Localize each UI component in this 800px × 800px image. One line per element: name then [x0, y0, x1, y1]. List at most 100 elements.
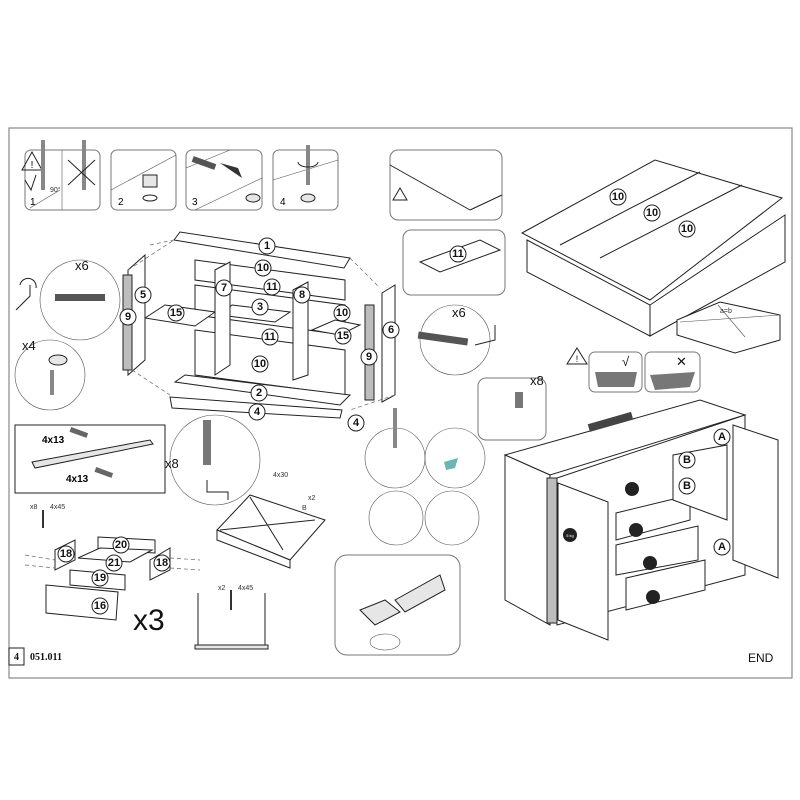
multipliers-dowel-label: x8 [165, 456, 179, 471]
diagram-shape [649, 214, 786, 337]
weights-w-label: 5 kg [566, 533, 574, 538]
step-1-box: ! 90° 1 [21, 140, 101, 211]
parts-p18a-label: 18 [60, 548, 72, 560]
step-number: 1 [30, 197, 36, 208]
parts-back10a-label: 10 [612, 191, 624, 203]
marks-angle-label: 90° [50, 186, 61, 194]
diagram-shape [559, 171, 743, 259]
left-door [557, 482, 609, 641]
diagram-shape [48, 354, 68, 366]
diagram-shape [360, 348, 378, 366]
dowel-icon [203, 420, 211, 465]
hinges-b1-label: B [683, 454, 691, 466]
diagram-shape [91, 597, 109, 615]
diagram-shape [504, 454, 551, 626]
diagram-shape [250, 384, 268, 402]
diagram-shape [643, 556, 657, 570]
weight-icons: 5 kg [563, 482, 660, 604]
screwdriver-icon [82, 140, 86, 190]
diagram-shape [134, 286, 152, 304]
parts-p20-label: 20 [115, 539, 127, 551]
hinges-a2-label: A [718, 541, 726, 553]
part-labels: 1 10 11 3 11 10 7 8 15 10 15 5 9 9 6 2 4… [119, 237, 400, 432]
diagram-shape [424, 427, 486, 489]
diagram-shape [254, 259, 272, 277]
diagram-shape [347, 414, 365, 432]
diagram-shape [245, 193, 261, 203]
cam-screw-icon [417, 331, 469, 346]
screwdriver-icon [306, 145, 310, 185]
level-check: √ ✕ ! [566, 347, 701, 393]
warning-icon [566, 347, 588, 365]
shelf-right [310, 319, 362, 336]
diagram-shape [24, 554, 201, 571]
hinge-plate-icon [359, 599, 401, 626]
drawer-slide-box: 4x13 4x13 [14, 424, 166, 494]
diagram-shape [261, 328, 279, 346]
cam-screw-callout-right: x6 [417, 304, 496, 376]
allen-key-icon [474, 325, 496, 346]
diagram-shape [713, 428, 731, 446]
parts-p10c-label: 10 [336, 307, 348, 319]
diagram-shape [194, 177, 263, 211]
back-joiner-box: 11 [402, 229, 506, 296]
diagram-shape [650, 372, 695, 390]
drawer-slide-icon [31, 439, 154, 469]
diagram-shape [389, 149, 503, 221]
diagram-shape [215, 279, 233, 297]
parts-p5-label: 5 [140, 289, 146, 301]
diagram-shape [216, 529, 291, 569]
spirit-level-icon [587, 411, 634, 432]
diagram-shape [91, 569, 109, 587]
diagram-shape [646, 590, 660, 604]
nailing-detail-box [389, 149, 503, 221]
diagram-shape [449, 245, 467, 263]
screw_sizes-drawer_side-label: 4x45 [50, 504, 65, 511]
parts-back10c-label: 10 [681, 223, 693, 235]
parts-p11b-label: 11 [264, 331, 276, 343]
parts-p15b-label: 15 [337, 330, 349, 342]
back-panel-diagram: 10 10 10 a=b [520, 159, 786, 354]
diagram-shape [293, 286, 311, 304]
diagram-shape [263, 278, 281, 296]
screw-icon [94, 467, 114, 478]
parts-p16-label: 16 [94, 600, 106, 612]
multipliers-left_cam_screw-label: x6 [75, 258, 89, 273]
parts-p10a-label: 10 [257, 262, 269, 274]
warning-icon [392, 187, 408, 201]
diagram-shape [42, 510, 44, 528]
diagram-shape [142, 194, 158, 202]
diagram-shape [127, 239, 396, 411]
end-label: END [748, 651, 774, 665]
multipliers-drawer_screws-label: x8 [30, 504, 38, 511]
parts-p8-label: 8 [299, 289, 305, 301]
step-number: 2 [118, 197, 124, 208]
check-icon: √ [622, 354, 630, 369]
diagram-shape [185, 149, 231, 169]
drawer_diag-ab-label: a=b [720, 308, 732, 315]
drawer_diag-b-label: B [302, 505, 307, 512]
diagram-shape [369, 633, 401, 651]
multipliers-hammer_nails-label: x8 [530, 373, 544, 388]
step-number: 4 [280, 197, 286, 208]
dowel-callout: x8 [165, 414, 261, 506]
diagram-shape [595, 372, 637, 387]
parts-p4b-label: 4 [353, 417, 360, 429]
diagram-shape [251, 355, 269, 373]
drawer-square-check: 4x30 x2 B [216, 472, 326, 569]
diagram-shape [251, 298, 269, 316]
diagram-shape [333, 304, 351, 322]
diagram-shape [469, 194, 503, 211]
step-3-box: 3 [185, 149, 263, 211]
parts-joiner11-label: 11 [452, 248, 464, 260]
parts-back10b-label: 10 [646, 207, 658, 219]
parts-p3-label: 3 [257, 301, 263, 313]
allen-key-icon [15, 277, 37, 311]
screwdriver-icon [50, 370, 54, 395]
drawer-back-brace: x2 4x45 [194, 585, 269, 650]
warning-mark: ! [31, 160, 34, 171]
diagram-shape [713, 538, 731, 556]
final-cabinet-diagram: 5 kg A A B B [503, 399, 779, 641]
diagram-shape [563, 528, 577, 542]
hinges-a1-label: A [718, 431, 726, 443]
